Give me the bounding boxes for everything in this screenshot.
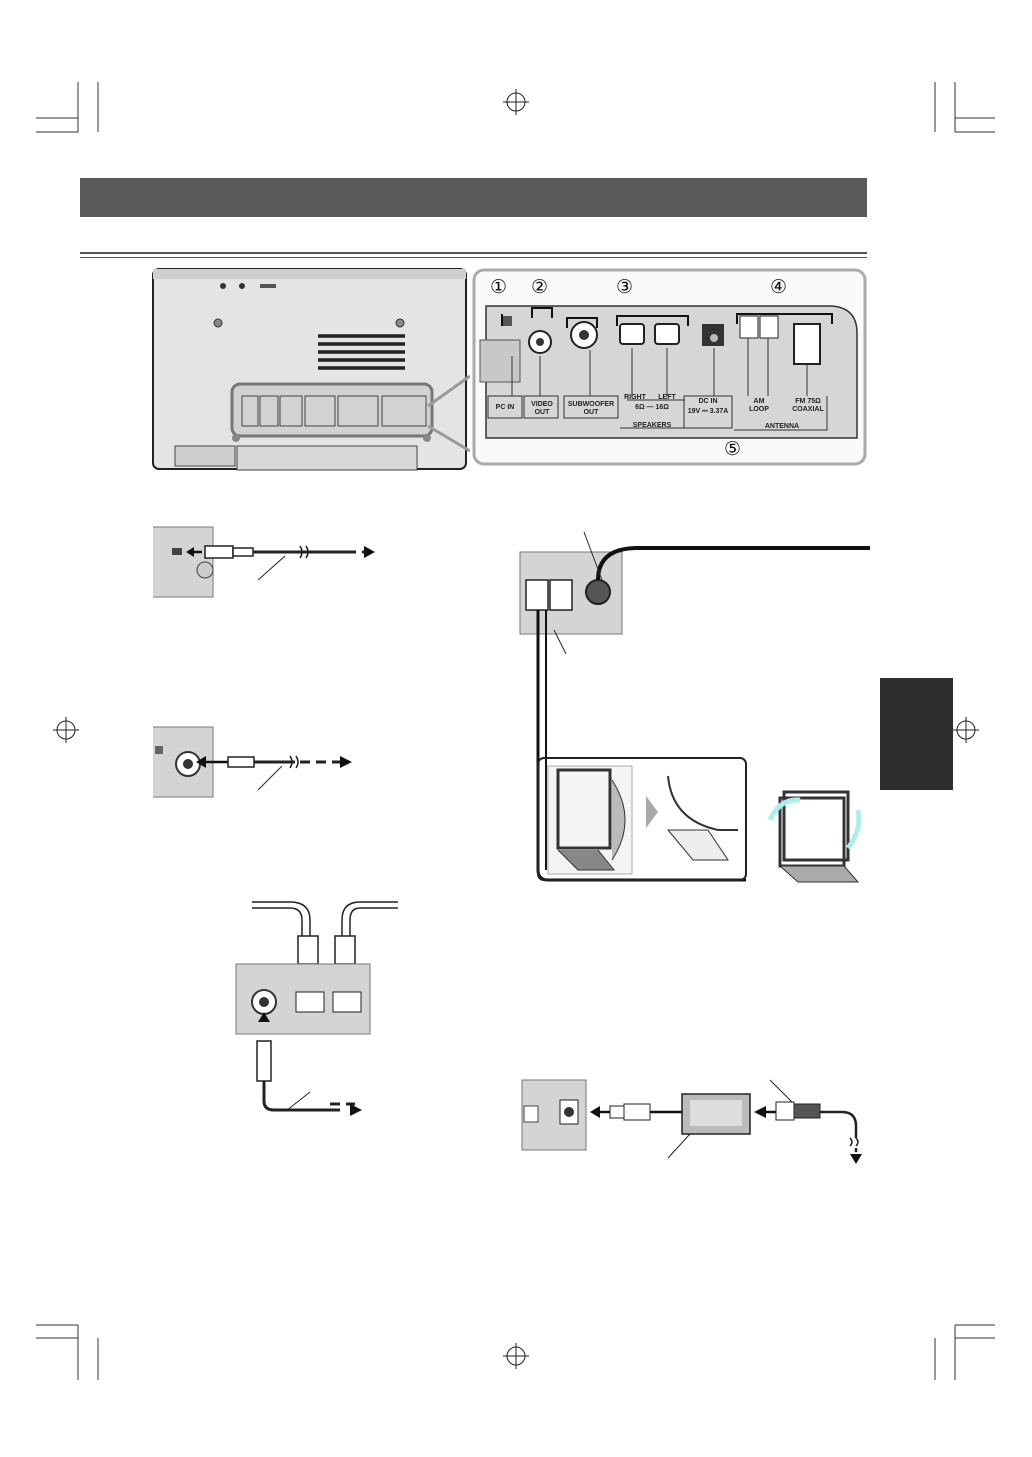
callout-1: ① [490,276,508,298]
callout-4: ④ [770,276,788,298]
rear-panel-detail: ① ② ③ ④ ⑤ PC IN VIDEO OUT SUBWOOFER OUT … [472,268,867,466]
callout-2: ② [531,276,549,298]
callout-3: ③ [616,276,634,298]
section-header-bar [80,178,867,217]
subwoofer-out-label: SUBWOOFER OUT [567,401,615,416]
speaker-subwoofer-connection-illustration [235,901,398,1116]
left-label: LEFT [658,394,676,401]
side-thumb-tab [880,678,953,790]
section-rule [80,252,867,254]
callout-5: ⑤ [724,438,742,460]
dc-in-label: DC IN [698,398,718,405]
am-loop-label: AM LOOP [749,398,769,413]
impedance-label: 6Ω — 16Ω [635,404,669,411]
antenna-connection-illustration [519,531,870,883]
rear-panel-overview-illustration [152,268,470,471]
registration-mark-top [503,89,529,115]
fm-label: FM 75Ω COAXIAL [792,398,824,413]
right-label: RIGHT [624,394,646,401]
speakers-label: SPEAKERS [632,422,672,429]
registration-mark-right [953,717,979,743]
rear-panel-detail-illustration [472,268,867,466]
video-out-label: VIDEO OUT [531,401,553,416]
dc-rating-label: 19V ⎓ 3.37A [687,408,729,415]
pc-in-label: PC IN [495,404,515,411]
video-out-connection-illustration [153,726,352,798]
section-rule-thin [80,257,867,258]
pc-in-connection-illustration [153,526,375,598]
antenna-label: ANTENNA [764,423,800,430]
dc-power-connection-illustration [521,1079,862,1164]
registration-mark-left [53,717,79,743]
registration-mark-bottom [503,1343,529,1369]
